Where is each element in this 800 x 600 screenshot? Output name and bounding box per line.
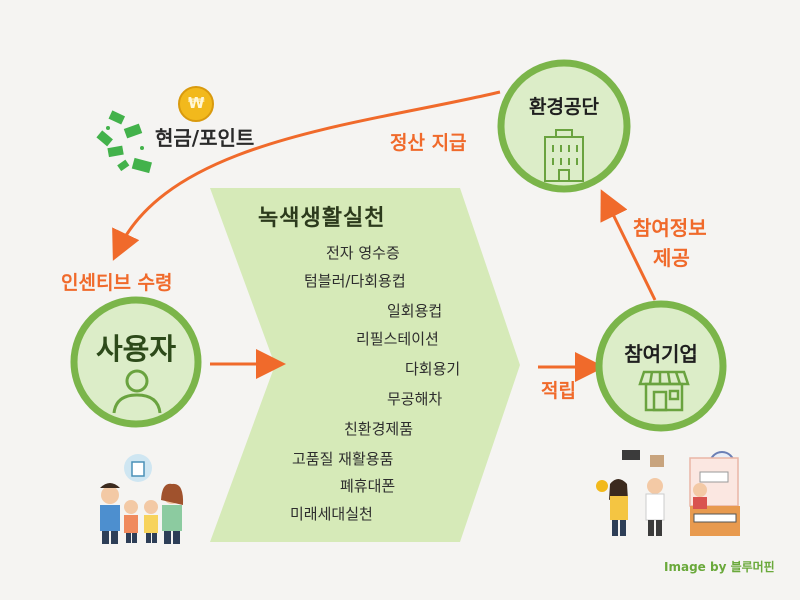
green-practice-chevron bbox=[210, 188, 520, 542]
company-circle bbox=[595, 300, 727, 432]
practice-item: 미래세대실천 bbox=[290, 505, 373, 523]
practice-title: 녹색생활실천 bbox=[258, 206, 386, 231]
practice-item: 리필스테이션 bbox=[356, 330, 439, 348]
company-to-agency-arrow bbox=[600, 189, 657, 301]
practice-item: 고품질 재활용품 bbox=[292, 450, 394, 468]
shop-illustration bbox=[596, 450, 740, 536]
coin-icon bbox=[178, 86, 214, 122]
practice-item: 폐휴대폰 bbox=[340, 477, 396, 495]
info-label-line2: 제공 bbox=[653, 246, 690, 270]
coin-symbol: ₩ bbox=[188, 94, 205, 112]
practice-item: 다회용기 bbox=[405, 360, 461, 378]
store-icon bbox=[638, 370, 690, 412]
cash-points-label: 현금/포인트 bbox=[155, 126, 255, 150]
family-illustration bbox=[100, 454, 184, 544]
practice-item: 전자 영수증 bbox=[326, 244, 400, 262]
building-icon bbox=[544, 129, 584, 182]
user-label: 사용자 bbox=[95, 332, 177, 366]
user-circle bbox=[70, 296, 202, 428]
settlement-label: 정산 지급 bbox=[390, 132, 467, 154]
agency-label: 환경공단 bbox=[529, 96, 599, 118]
money-bills-icon bbox=[96, 110, 152, 174]
practice-item: 친환경제품 bbox=[344, 420, 414, 438]
company-label: 참여기업 bbox=[624, 342, 698, 366]
practice-item: 텀블러/다회용컵 bbox=[304, 272, 406, 290]
agency-circle bbox=[497, 59, 631, 193]
info-label-line1: 참여정보 bbox=[633, 216, 707, 240]
incentive-label: 인센티브 수령 bbox=[61, 272, 173, 294]
practice-item: 일회용컵 bbox=[387, 302, 443, 320]
practice-item: 무공해차 bbox=[387, 390, 443, 408]
person-icon bbox=[112, 369, 162, 414]
accumulate-label: 적립 bbox=[541, 380, 576, 402]
settlement-curve-arrow bbox=[112, 90, 501, 261]
image-credit: Image by 블루머핀 bbox=[664, 560, 775, 574]
